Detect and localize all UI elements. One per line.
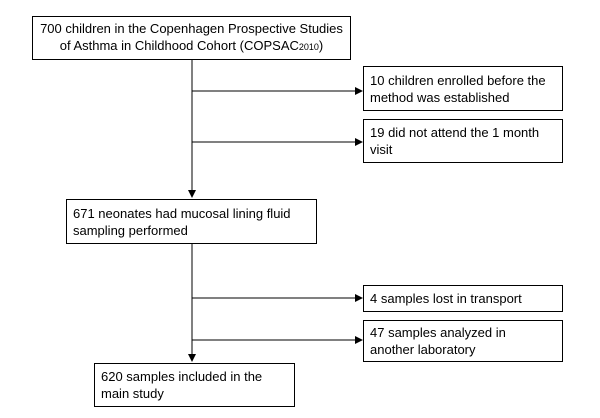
sampling-line-1: 671 neonates had mucosal lining fluid	[73, 205, 291, 221]
exclusion-box-1: 10 children enrolled before the method w…	[363, 66, 563, 111]
cohort-name: of Asthma in Childhood Cohort (COPSAC	[59, 38, 299, 53]
exclusion-1-line-2: method was established	[370, 89, 510, 105]
exclusion-1-line-1: 10 children enrolled before the	[370, 72, 546, 88]
final-line-2: main study	[101, 386, 164, 401]
sampling-box: 671 neonates had mucosal lining fluid sa…	[66, 199, 317, 244]
sampling-line-2: sampling performed	[73, 222, 188, 238]
exclusion-box-4: 47 samples analyzed in another laborator…	[363, 320, 563, 362]
exclusion-4-line-2: another laboratory	[370, 342, 476, 357]
final-line-1: 620 samples included in the	[101, 369, 263, 384]
exclusion-3-line-1: 4 samples lost in transport	[370, 291, 522, 306]
exclusion-box-3: 4 samples lost in transport	[363, 285, 563, 312]
cohort-box: 700 children in the Copenhagen Prospecti…	[32, 16, 351, 60]
cohort-year: 2010	[298, 42, 319, 52]
exclusion-box-2: 19 did not attend the 1 month visit	[363, 119, 563, 163]
cohort-close-paren: )	[318, 38, 324, 53]
exclusion-2-line-2: visit	[370, 142, 393, 157]
exclusion-4-line-1: 47 samples analyzed in	[370, 325, 506, 340]
exclusion-2-line-1: 19 did not attend the 1 month	[370, 125, 540, 140]
cohort-text-line-1: 700 children in the Copenhagen Prospecti…	[40, 21, 343, 36]
cohort-text-line-2: of Asthma in Childhood Cohort (COPSAC201…	[60, 37, 324, 56]
final-box: 620 samples included in the main study	[94, 363, 295, 407]
